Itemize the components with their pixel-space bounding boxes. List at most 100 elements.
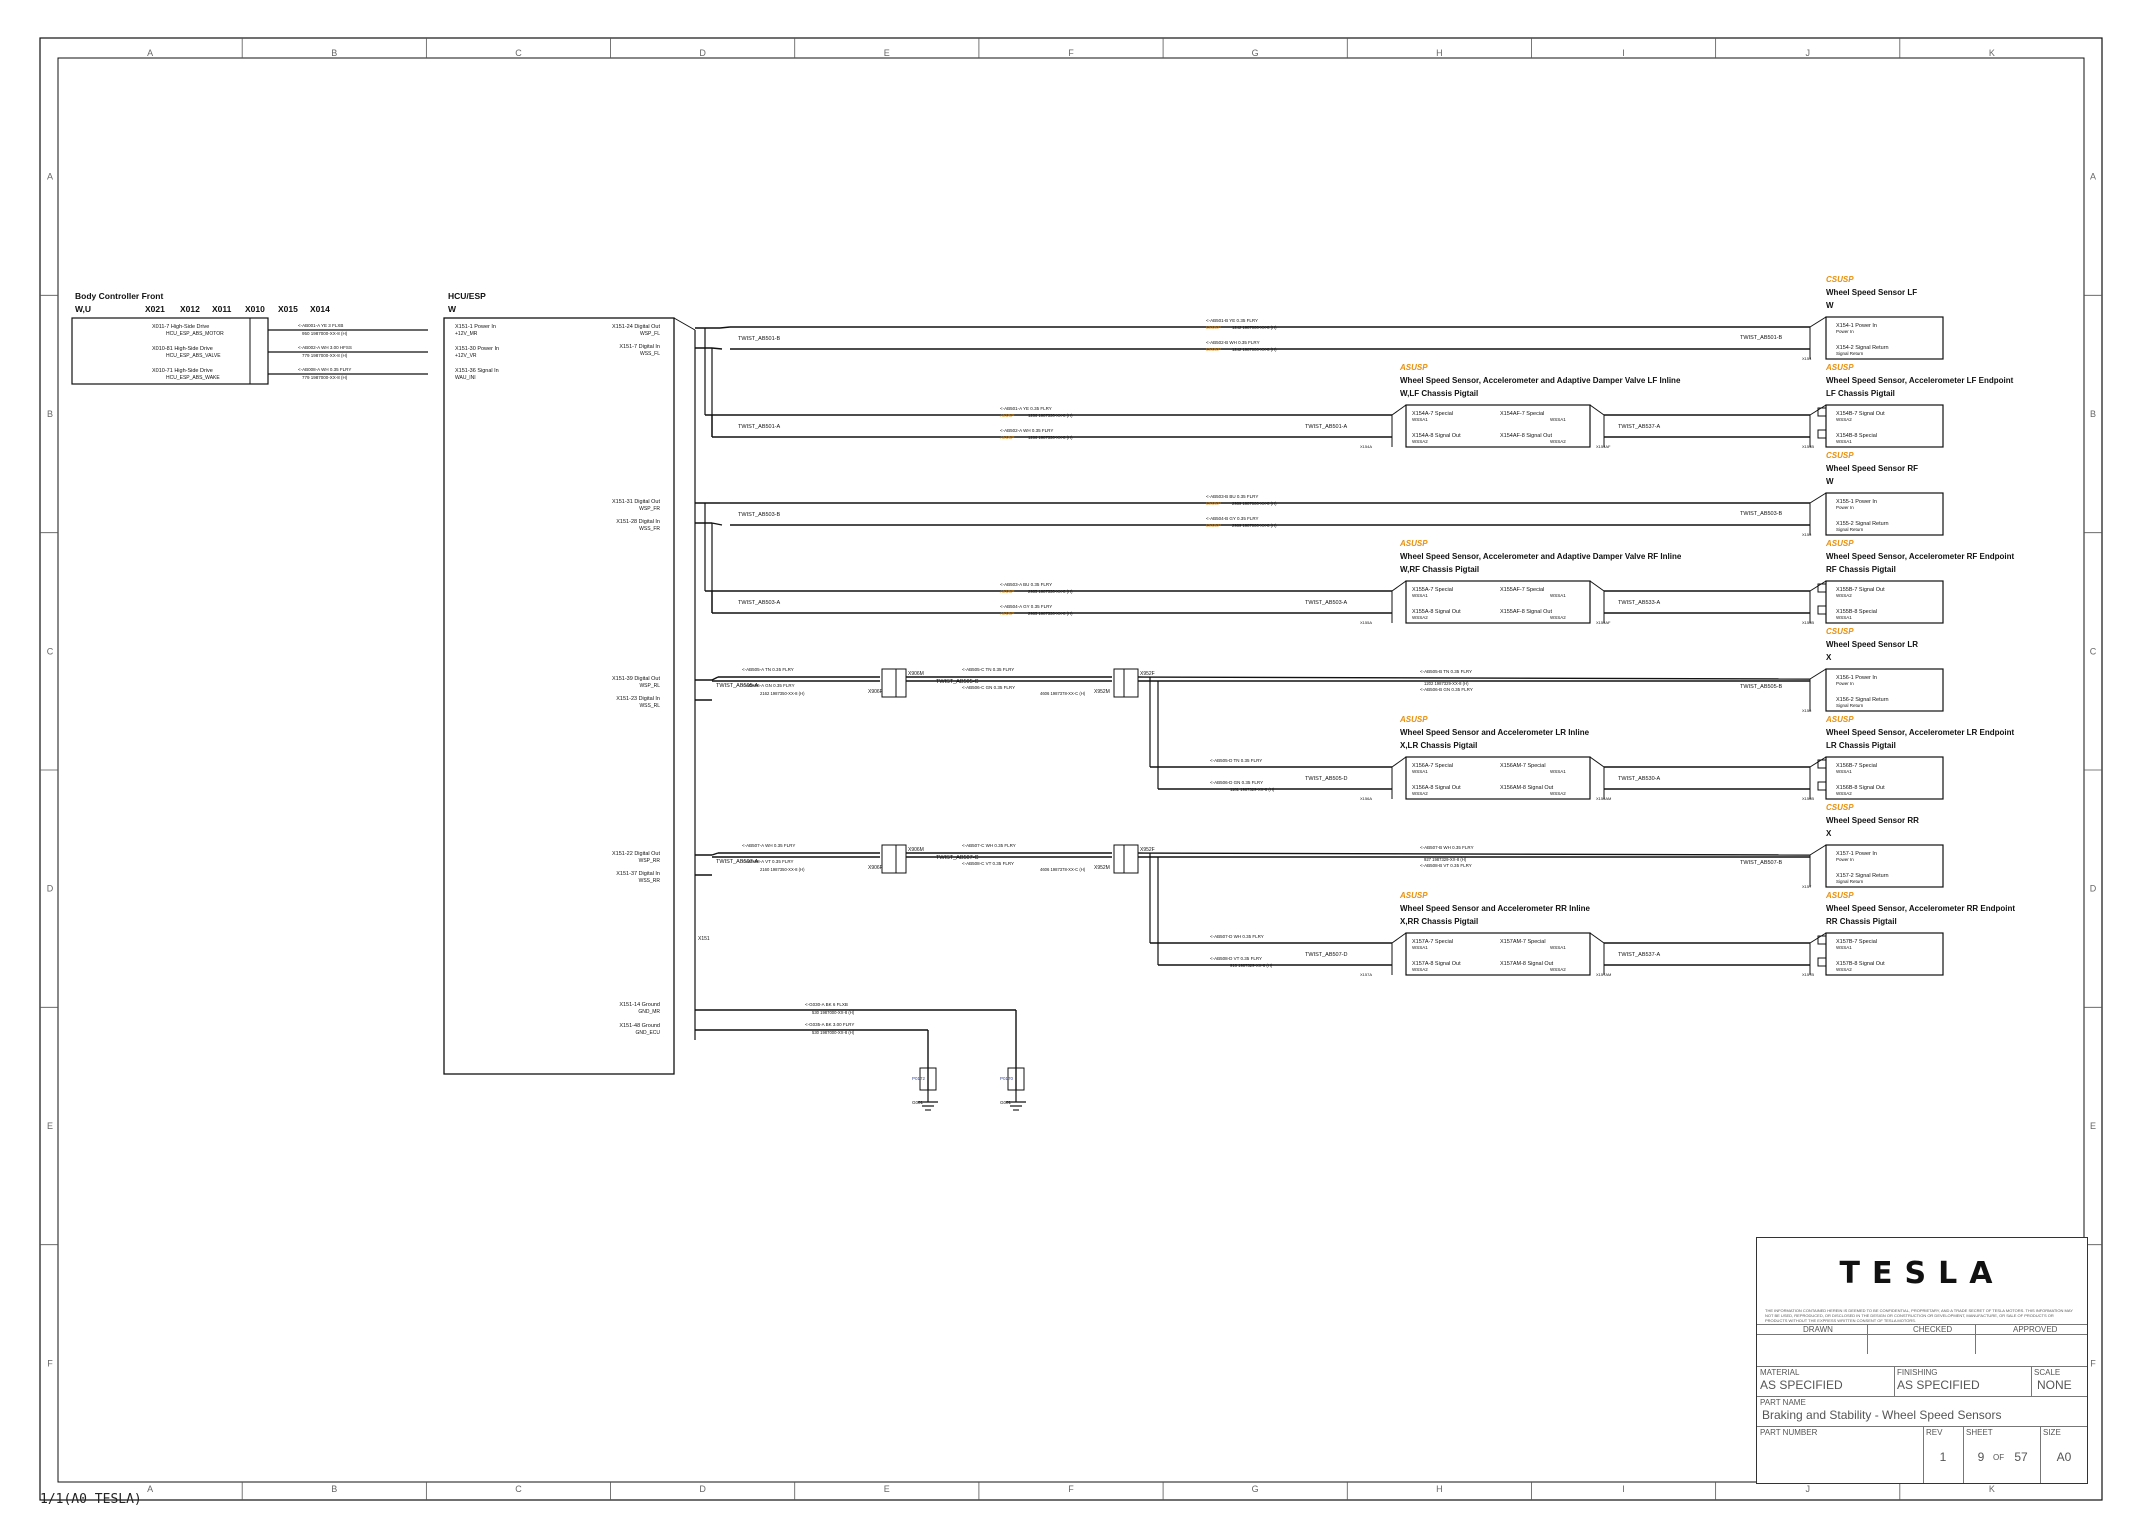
conn-label: X906M	[908, 847, 924, 853]
wire-label: <-AB507-B WH 0.35 FLRY	[1420, 845, 1474, 850]
wire	[711, 676, 719, 681]
inline-conn: X154AF	[1596, 444, 1611, 449]
sensor-title: Wheel Speed Sensor LR	[1826, 640, 1918, 649]
wire	[711, 852, 719, 856]
col-label-E: E	[884, 48, 890, 58]
inline-pin-signal: WSSA2	[1550, 791, 1566, 796]
sensor-title: Wheel Speed Sensor, Accelerometer RF End…	[1826, 552, 2015, 561]
wire-label: <-AB502-B WH 0.35 FLRY	[1206, 340, 1260, 345]
bcm-wire-label: <-AB001-A YE 3 FLXB	[298, 323, 343, 328]
sensor-tag: ASUSP	[1825, 363, 1854, 372]
sensor-pin-signal: WSSA1	[1836, 615, 1852, 620]
conn-label: X952M	[1094, 689, 1110, 695]
sensor-pin: X156-2 Signal Return	[1836, 697, 1889, 703]
sensor-pin-signal: Power In	[1836, 329, 1854, 334]
sensor-edge	[1809, 316, 1827, 328]
sensor-tag: CSUSP	[1826, 627, 1854, 636]
sensor-pin-signal: Power In	[1836, 857, 1854, 862]
twist-label: TWIST_AB501-B	[738, 336, 781, 342]
bcm-conn-X015: X015	[278, 304, 298, 314]
inline-conn: X154A	[1360, 444, 1372, 449]
wire-label: <-AB505-A TN 0.35 FLRY	[742, 667, 794, 672]
inline-connector	[895, 844, 907, 874]
rear-wire	[1137, 676, 1811, 680]
inline-connector	[1123, 668, 1139, 698]
twist-label: TWIST_AB505-A	[716, 683, 759, 689]
inline-sub: X,RR Chassis Pigtail	[1400, 917, 1478, 926]
conn-label: X906F	[868, 865, 883, 871]
sensor-edge	[1809, 492, 1827, 504]
inline-connector	[1113, 668, 1125, 698]
col-label-bottom-K: K	[1989, 1484, 1995, 1494]
wire-label: <-AB503-B BU 0.35 FLRY	[1206, 494, 1258, 499]
inline-pin-signal: WSSA2	[1412, 615, 1428, 620]
twist-label: TWIST_AB537-A	[1618, 424, 1661, 430]
col-label-bottom-B: B	[331, 1484, 337, 1494]
sensor-pin-signal: WSSA1	[1836, 769, 1852, 774]
bcm-conn-X011: X011	[212, 304, 232, 314]
approved-label: APPROVED	[2013, 1325, 2058, 1334]
sensor-box	[1825, 316, 1944, 360]
sensor-tag: CSUSP	[1826, 803, 1854, 812]
hcu-pin-signal: WSS_FR	[639, 526, 660, 532]
material-label: MATERIAL	[1760, 1368, 1800, 1377]
sheet-of: OF	[1993, 1453, 2005, 1462]
hcu-pin: X151-36 Signal In	[455, 368, 499, 374]
drawn-label: DRAWN	[1803, 1325, 1833, 1334]
wire-tag: CSUSP	[1206, 501, 1221, 506]
inline-conn: X155A	[1360, 620, 1372, 625]
inline-tag: ASUSP	[1399, 363, 1428, 372]
sensor-pin: X157-2 Signal Return	[1836, 873, 1889, 879]
bcm-sub: W,U	[75, 304, 91, 314]
inline-edge	[1391, 932, 1407, 944]
inline-pin-signal: WSSA1	[1412, 945, 1428, 950]
sheet-value: 9	[1977, 1450, 1985, 1464]
bcm-wire-label: <-AB002-A WH 3.00 HFSS	[298, 345, 352, 350]
col-label-A: A	[147, 48, 153, 58]
wire	[711, 347, 723, 350]
hcu-pin-signal: WAU_INI	[455, 375, 476, 381]
wire-label: <-AB508-C VT 0.35 FLRY	[962, 861, 1014, 866]
inline-pin-signal: WSSA2	[1412, 439, 1428, 444]
conn-label: X906M	[908, 671, 924, 677]
sensor-conn: X156B	[1802, 796, 1814, 801]
size-label: SIZE	[2043, 1428, 2061, 1437]
inline-pin: X156A-7 Special	[1412, 763, 1453, 769]
row-label-right-A: A	[2090, 172, 2096, 182]
wire	[719, 326, 731, 329]
col-label-F: F	[1068, 48, 1074, 58]
inline-conn: X157AM	[1596, 972, 1611, 977]
hcu-pin-signal: GND_ECU	[636, 1030, 661, 1036]
inline-pin: X156AM-8 Signal Out	[1500, 785, 1554, 791]
col-label-bottom-J: J	[1805, 1484, 1810, 1494]
splice-square	[1817, 583, 1827, 593]
sensor-sub: LF Chassis Pigtail	[1826, 389, 1895, 398]
splice-square	[1817, 759, 1827, 769]
hcu-pin: X151-7 Digital In	[619, 344, 660, 350]
sheet-total: 57	[2014, 1450, 2028, 1464]
twist-label: TWIST_AB503-A	[738, 600, 781, 606]
hcu-pin: X151-22 Digital Out	[612, 851, 660, 857]
sensor-pin: X155B-7 Signal Out	[1836, 587, 1885, 593]
inline-conn: X157A	[1360, 972, 1372, 977]
wire-label: <-AB508-A VT 0.35 FLRY	[742, 859, 794, 864]
twist-label: TWIST_AB537-A	[1618, 952, 1661, 958]
sensor-pin: X154B-8 Special	[1836, 433, 1877, 439]
wire-part: 916 1987329-XX-8 (H)	[1230, 963, 1273, 968]
inline-conn: X155AF	[1596, 620, 1611, 625]
bcm-pin: X010-81 High-Side Drive	[152, 346, 213, 352]
sensor-title: Wheel Speed Sensor LF	[1826, 288, 1917, 297]
wire-label: <-AB507-D WH 0.35 FLRY	[1210, 934, 1264, 939]
part-number-label: PART NUMBER	[1760, 1428, 1818, 1437]
sensor-box	[1825, 580, 1944, 624]
wire-part: 1266 1987330-XX-8 (H)	[1028, 413, 1073, 418]
wire-label: <-G030-A BK 6 FLXB	[805, 1002, 848, 1007]
row-label-A: A	[47, 172, 53, 182]
row-label-D: D	[47, 884, 54, 894]
inline-pin: X155AF-7 Special	[1500, 587, 1544, 593]
sensor-pin: X157B-7 Special	[1836, 939, 1877, 945]
wire-label: <-AB507-A WH 0.35 FLRY	[742, 843, 795, 848]
inline-sub: W,LF Chassis Pigtail	[1400, 389, 1478, 398]
sensor-pin-signal: Power In	[1836, 681, 1854, 686]
sensor-pin: X155-1 Power In	[1836, 499, 1877, 505]
